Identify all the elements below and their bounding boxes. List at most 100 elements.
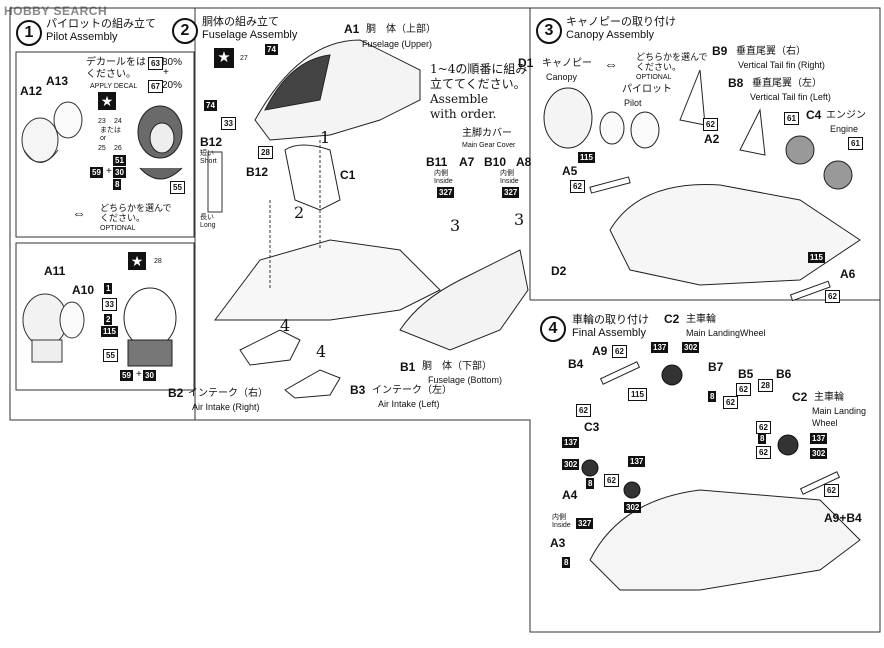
part-a11: A11 <box>44 264 66 278</box>
chip-137c: 137 <box>562 437 580 448</box>
paint-chip-2: 2 <box>104 314 113 325</box>
chip-61b: 61 <box>848 137 863 150</box>
paint-chip-55: 55 <box>170 181 185 194</box>
part-b3-en: Air Intake (Left) <box>378 399 440 409</box>
inside-jp-1: 内側 <box>434 170 448 177</box>
order-step-3b: 3 <box>514 210 525 229</box>
part-a4: A4 <box>562 488 578 502</box>
part-a9-b4: A9+B4 <box>824 511 862 525</box>
chip-302d: 302 <box>624 502 642 513</box>
chip-62b: 62 <box>570 180 585 193</box>
decal-star-icon-3: ★ <box>214 48 234 68</box>
chip-8c: 8 <box>586 478 595 489</box>
part-a5: A5 <box>562 164 578 178</box>
color-code-b: 67 <box>148 80 163 93</box>
part-a9: A9 <box>592 344 608 358</box>
chip-327b: 327 <box>502 187 520 198</box>
paint-chip-59b: 59 <box>120 370 133 381</box>
chip-62: 62 <box>703 118 718 131</box>
step-3-title-en: Canopy Assembly <box>566 29 655 41</box>
part-b7: B7 <box>708 360 724 374</box>
step-1-title-en: Pilot Assembly <box>46 31 118 43</box>
chip-62c: 62 <box>723 396 738 409</box>
part-b10: B10 <box>484 155 507 169</box>
paint-chip-59: 59 <box>90 167 103 178</box>
part-c2b-en: Main Landing Wheel <box>812 406 867 428</box>
part-b2-jp: インテーク（右） <box>188 388 268 399</box>
step-4-title-en: Final Assembly <box>572 327 646 339</box>
chip-8b: 8 <box>758 433 767 444</box>
paint-plus: + <box>106 166 112 177</box>
part-b8: B8 <box>728 76 744 90</box>
color-pct-plus: + <box>163 67 169 78</box>
order-step-4: 4 <box>280 316 291 335</box>
chip-137: 137 <box>651 342 669 353</box>
color-pct-b: 20% <box>162 80 183 91</box>
part-b3-jp: インテーク（左） <box>372 385 452 396</box>
part-b12: B12 <box>200 135 223 149</box>
part-a13: A13 <box>46 74 69 88</box>
chip-74: 74 <box>265 44 278 55</box>
paint-chip-30b: 30 <box>143 370 156 381</box>
inside-jp-2: 内側 <box>500 170 514 177</box>
part-b3: B3 <box>350 383 366 397</box>
part-a2: A2 <box>704 132 720 146</box>
chip-327: 327 <box>437 187 455 198</box>
decal-27: 27 <box>240 55 248 62</box>
part-c2b: C2 <box>792 390 808 404</box>
part-a8: A8 <box>516 155 532 169</box>
decal-or: または or <box>100 127 121 142</box>
part-b1-jp: 胴 体（下部） <box>422 361 492 372</box>
short-en: Short <box>200 158 217 165</box>
part-d1: D1 <box>518 56 534 70</box>
optional-note-en: OPTIONAL <box>100 225 136 232</box>
part-d1-en: Canopy <box>546 72 578 82</box>
inside-en-1: Inside <box>434 178 453 185</box>
chip-62f: 62 <box>756 446 771 459</box>
decal-note-en: APPLY DECAL <box>90 83 138 90</box>
chip-62-b5: 62 <box>736 383 751 396</box>
paint-chip-55b: 55 <box>103 349 118 362</box>
part-b9-en: Vertical Tail fin (Right) <box>738 60 825 70</box>
pilot-jp: パイロット <box>622 84 672 95</box>
order-note: 1~4の順番に組み 立ててください。 Assemble with order. <box>430 62 528 121</box>
chip-302: 302 <box>682 342 700 353</box>
inside-jp-3: 内側 <box>552 514 566 521</box>
optional-note-jp: どちらかを選んで ください。 <box>100 203 172 223</box>
part-c2-jp: 主車輪 <box>686 314 716 325</box>
optional-note-jp-2: どちらかを選んで ください。 <box>636 52 708 72</box>
part-c4-en: Engine <box>830 124 859 134</box>
chip-137b: 137 <box>810 433 828 444</box>
swap-arrows-icon-2: ⇔ <box>604 56 618 72</box>
chip-62d: 62 <box>576 404 591 417</box>
part-b4: B4 <box>568 357 584 371</box>
part-a1-jp: 胴 体（上部） <box>366 24 436 35</box>
decal-note-jp: デカールをはって ください。 <box>86 57 166 80</box>
part-d1-jp: キャノピー <box>542 58 592 69</box>
decal-code-26: 26 <box>114 145 122 152</box>
paint-chip-1: 1 <box>104 283 113 294</box>
step-3-number: 3 <box>536 18 562 44</box>
part-b11: B11 <box>426 155 448 169</box>
long-en: Long <box>200 222 216 229</box>
part-a6: A6 <box>840 267 856 281</box>
step-3-title-jp: キャノピーの取り付け <box>566 16 676 28</box>
chip-115b: 115 <box>808 252 825 263</box>
chip-28: 28 <box>258 146 273 159</box>
chip-137d: 137 <box>628 456 646 467</box>
part-b5: B5 <box>738 367 754 381</box>
part-a12: A12 <box>20 84 43 98</box>
part-c1: C1 <box>340 168 356 182</box>
decal-star-icon-2: ★ <box>128 252 146 270</box>
gear-cover-en: Main Gear Cover <box>462 142 516 149</box>
pilot-en: Pilot <box>624 98 642 108</box>
paint-chip-33: 33 <box>102 298 117 311</box>
step-2-title-jp: 胴体の組み立て <box>202 16 279 28</box>
decal-star-icon: ★ <box>98 92 116 110</box>
part-c2: C2 <box>664 312 680 326</box>
order-step-3: 3 <box>450 216 461 235</box>
optional-note-en-2: OPTIONAL <box>636 74 672 81</box>
decal-code-28: 28 <box>154 258 162 265</box>
